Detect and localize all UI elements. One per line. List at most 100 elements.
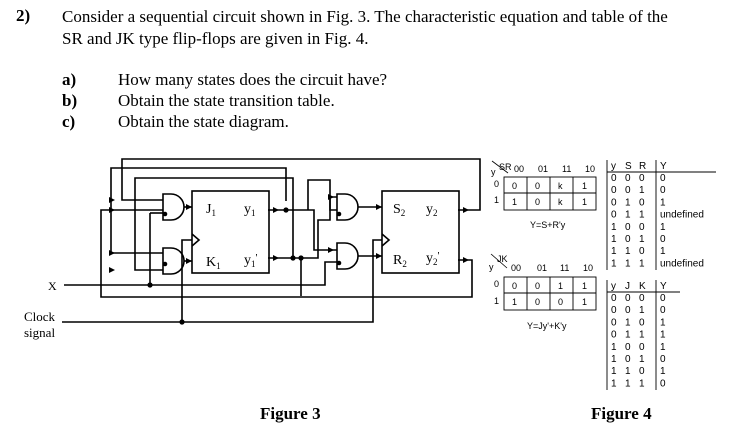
jk-kmap: JK y 00 01 11 10 0 1 0 0 1 1 1 0 0 1 Y=J… xyxy=(489,253,597,331)
svg-text:0: 0 xyxy=(494,179,499,189)
svg-text:y: y xyxy=(491,167,496,177)
question-line-1: Consider a sequential circuit shown in F… xyxy=(62,7,668,26)
jk-cell: 1 xyxy=(639,305,645,316)
and-gate-3 xyxy=(336,193,359,221)
figure-3-caption: Figure 3 xyxy=(260,404,321,423)
svg-text:JK: JK xyxy=(497,254,508,264)
sr-cell: undefined xyxy=(660,258,704,269)
ff1-q-label: y1 xyxy=(244,202,256,218)
ff2-r-label: R2 xyxy=(393,253,407,269)
sr-cell: 0 xyxy=(625,185,631,196)
jk-equation: Y=Jy'+K'y xyxy=(527,321,567,331)
sr-equation: Y=S+R'y xyxy=(530,220,566,230)
sr-cell: 1 xyxy=(625,210,631,221)
sr-cell: 0 xyxy=(660,185,666,196)
svg-text:1: 1 xyxy=(582,181,587,191)
sr-cell: 0 xyxy=(639,197,645,208)
svg-text:0: 0 xyxy=(512,281,517,291)
svg-text:1: 1 xyxy=(582,197,587,207)
sr-cell: 1 xyxy=(639,185,645,196)
sr-cell: 0 xyxy=(611,185,617,196)
jk-header-2: K xyxy=(639,281,646,292)
svg-text:0: 0 xyxy=(535,297,540,307)
sr-flip-flop-box xyxy=(381,190,460,274)
svg-text:10: 10 xyxy=(585,164,595,174)
part-a-text: How many states does the circuit have? xyxy=(118,70,388,89)
jk-header-0: y xyxy=(611,281,616,292)
sr-header-3: Y xyxy=(660,161,667,172)
jk-cell: 1 xyxy=(611,366,617,377)
jk-header-1: J xyxy=(625,281,630,292)
svg-text:10: 10 xyxy=(583,263,593,273)
svg-text:1: 1 xyxy=(494,195,499,205)
svg-text:01: 01 xyxy=(538,164,548,174)
svg-text:1: 1 xyxy=(494,296,499,306)
jk-cell: 1 xyxy=(660,342,666,353)
sr-header-1: S xyxy=(625,161,632,172)
svg-text:01: 01 xyxy=(537,263,547,273)
svg-text:k: k xyxy=(558,181,563,191)
svg-text:0: 0 xyxy=(535,281,540,291)
sr-cell: 1 xyxy=(639,258,645,269)
svg-text:0: 0 xyxy=(558,297,563,307)
sr-cell: 1 xyxy=(660,222,666,233)
svg-text:k: k xyxy=(558,197,563,207)
sr-cell: 0 xyxy=(611,197,617,208)
jk-cell: 0 xyxy=(611,305,617,316)
clock-label-line1: Clock xyxy=(24,309,56,324)
jk-cell: 1 xyxy=(660,366,666,377)
sr-cell: 0 xyxy=(660,234,666,245)
svg-text:00: 00 xyxy=(514,164,524,174)
svg-text:00: 00 xyxy=(511,263,521,273)
and-gate-2 xyxy=(162,247,185,275)
sr-cell: 1 xyxy=(625,197,631,208)
ff2-q-label: y2 xyxy=(426,202,438,218)
sr-cell: 1 xyxy=(625,258,631,269)
jk-cell: 0 xyxy=(660,378,666,389)
part-b-text: Obtain the state transition table. xyxy=(118,91,335,110)
jk-cell: 1 xyxy=(611,378,617,389)
jk-cell: 0 xyxy=(625,293,631,304)
sr-cell: 1 xyxy=(660,246,666,257)
svg-text:1: 1 xyxy=(582,281,587,291)
sr-cell: 1 xyxy=(611,258,617,269)
jk-cell: 0 xyxy=(611,317,617,328)
jk-cell: 1 xyxy=(625,330,631,341)
ff2-qn-label: y2' xyxy=(426,250,440,267)
svg-text:1: 1 xyxy=(582,297,587,307)
sr-cell: 0 xyxy=(660,173,666,184)
ff1-qn-label: y1' xyxy=(244,252,258,269)
svg-text:SR: SR xyxy=(499,162,512,172)
and-gate-1 xyxy=(162,193,185,221)
question-text: Consider a sequential circuit shown in F… xyxy=(62,6,668,50)
sr-cell: 0 xyxy=(611,173,617,184)
question-line-2: SR and JK type flip-flops are given in F… xyxy=(62,29,369,48)
jk-cell: 0 xyxy=(639,342,645,353)
x-input-label: X xyxy=(48,279,57,293)
svg-text:1: 1 xyxy=(512,197,517,207)
jk-cell: 0 xyxy=(660,293,666,304)
jk-cell: 1 xyxy=(639,330,645,341)
jk-cell: 1 xyxy=(611,354,617,365)
svg-text:y: y xyxy=(489,262,494,272)
jk-cell: 1 xyxy=(660,330,666,341)
svg-text:0: 0 xyxy=(494,279,499,289)
sr-cell: 1 xyxy=(611,222,617,233)
jk-cell: 1 xyxy=(660,317,666,328)
svg-text:11: 11 xyxy=(560,263,569,273)
sr-cell: 1 xyxy=(611,234,617,245)
ff1-j-label: J1 xyxy=(206,202,216,218)
part-b-label: b) xyxy=(62,91,78,110)
part-a-label: a) xyxy=(62,70,77,89)
part-c-text: Obtain the state diagram. xyxy=(118,112,289,131)
sr-cell: 1 xyxy=(611,246,617,257)
jk-cell: 0 xyxy=(639,366,645,377)
part-c-label: c) xyxy=(62,112,76,131)
jk-cell: 0 xyxy=(639,293,645,304)
sr-cell: 0 xyxy=(611,210,617,221)
sr-kmap: SR y 00 01 11 10 0 1 0 0 k 1 1 0 k 1 Y=S… xyxy=(491,160,597,230)
svg-text:1: 1 xyxy=(512,297,517,307)
